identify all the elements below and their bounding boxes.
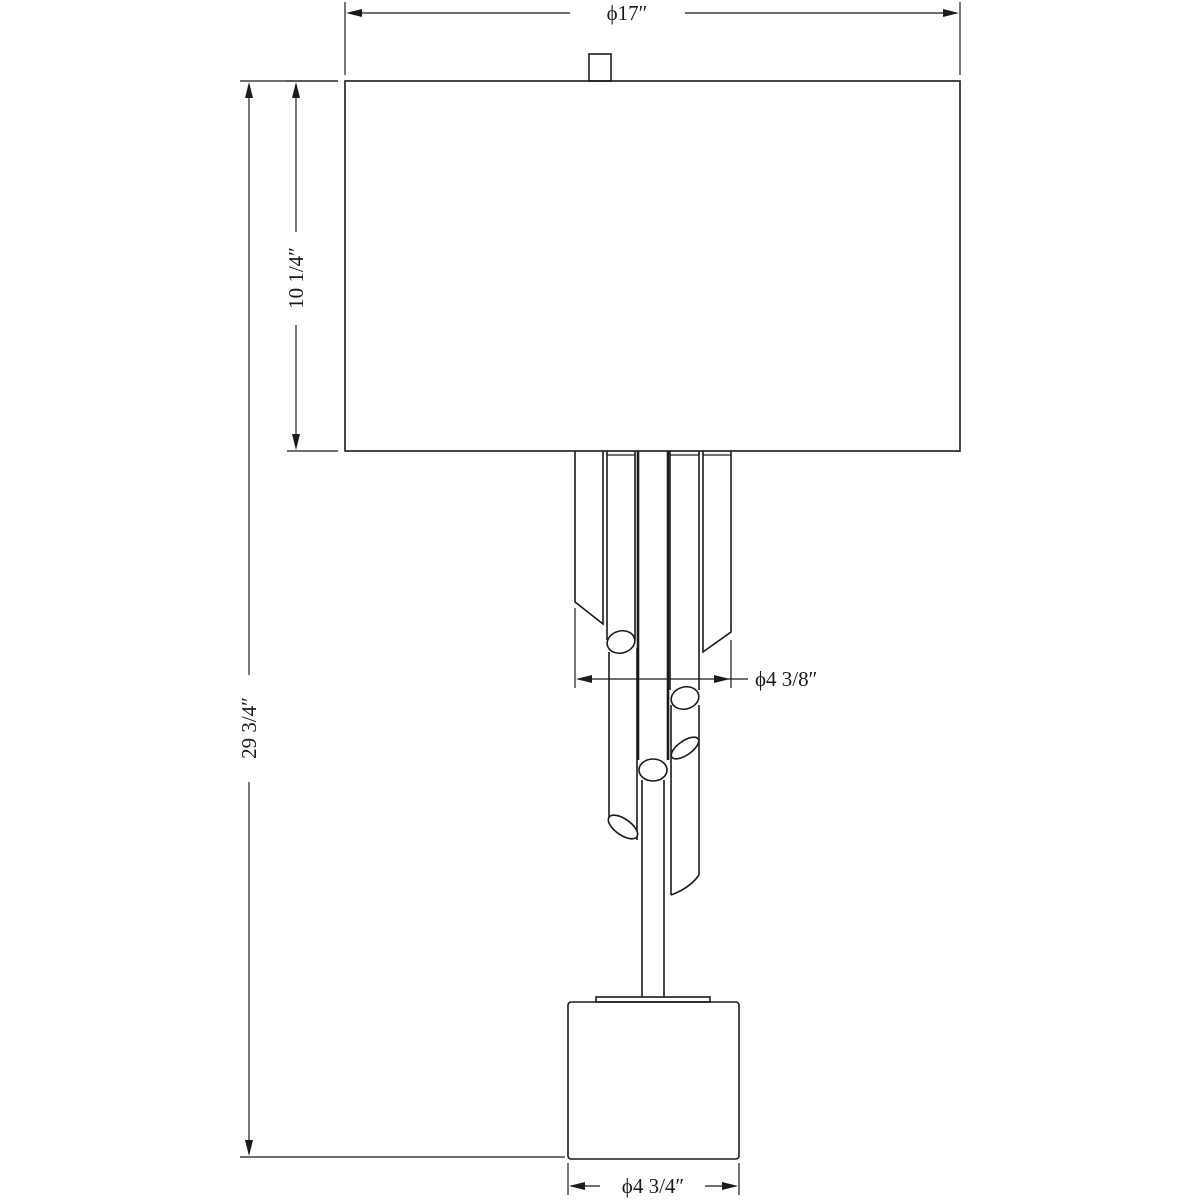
arrow-left-icon — [569, 1182, 585, 1190]
finial — [588, 53, 612, 82]
lamp-shade — [344, 80, 961, 452]
shade-diameter-dimension: ϕ17″ — [344, 1, 961, 75]
tube-right-outer — [702, 451, 732, 654]
overall-height-dimension: 29 3/4″ — [237, 80, 565, 1158]
base-diameter-dimension: ϕ4 3/4″ — [567, 1163, 740, 1198]
overall-height-label: 29 3/4″ — [237, 697, 261, 759]
shade-height-label: 10 1/4″ — [284, 247, 308, 309]
arrow-left-icon — [576, 675, 592, 683]
arrow-up-icon — [245, 82, 253, 98]
tube-cluster — [574, 451, 732, 997]
arrow-down-icon — [292, 434, 300, 450]
lamp-base — [567, 996, 740, 1160]
tube-cluster-diameter-dimension: ϕ4 3/8″ — [574, 608, 817, 691]
shade-diameter-label: ϕ17″ — [607, 1, 648, 25]
arrow-left-icon — [346, 9, 362, 17]
arrow-right-icon — [943, 9, 959, 17]
shade-height-dimension: 10 1/4″ — [284, 80, 338, 452]
arrow-right-icon — [714, 675, 730, 683]
tube-cluster-diameter-label: ϕ4 3/8″ — [755, 667, 817, 691]
base-diameter-label: ϕ4 3/4″ — [622, 1174, 684, 1198]
base-cylinder — [567, 1001, 740, 1160]
arrow-right-icon — [722, 1182, 738, 1190]
arrow-down-icon — [245, 1140, 253, 1156]
tube-left-outer — [574, 451, 604, 626]
arrow-up-icon — [292, 82, 300, 98]
